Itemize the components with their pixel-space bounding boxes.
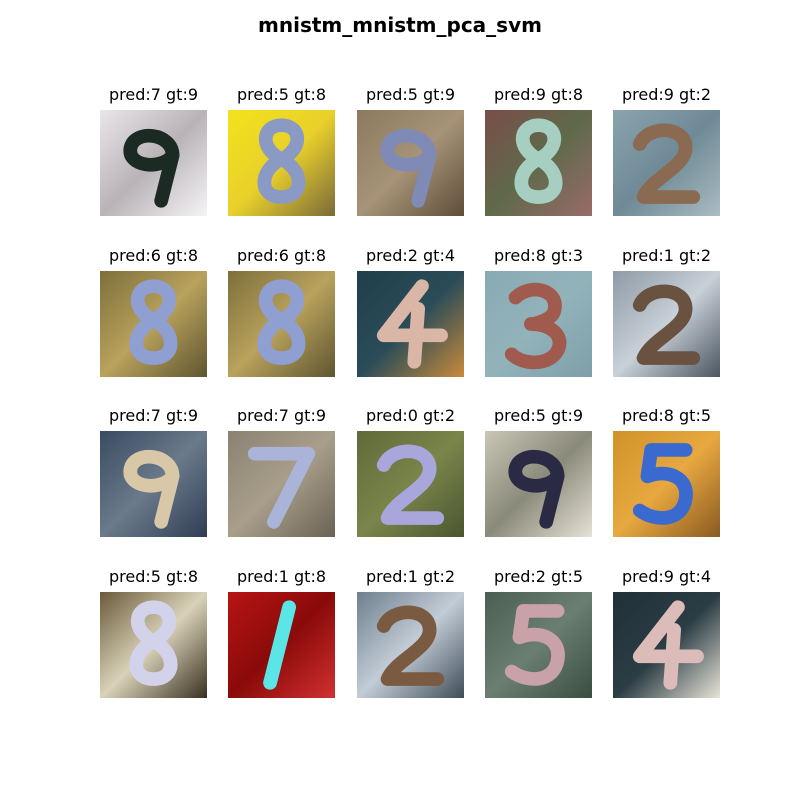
sample-label: pred:9 gt:2	[621, 85, 712, 104]
digit-image	[100, 110, 207, 216]
digit-stroke	[632, 600, 704, 690]
digit-image	[613, 110, 720, 216]
sample-label: pred:1 gt:8	[236, 567, 327, 586]
digit-stroke	[632, 123, 701, 204]
digit-stroke	[129, 600, 178, 686]
sample-label: pred:2 gt:5	[493, 567, 584, 586]
sample-label: pred:9 gt:8	[493, 85, 584, 104]
digit-image	[485, 431, 592, 537]
sample-label: pred:5 gt:9	[493, 406, 584, 425]
sample-label: pred:2 gt:4	[365, 246, 456, 265]
sample-label: pred:1 gt:2	[365, 567, 456, 586]
digit-stroke	[514, 118, 563, 204]
digit-image	[357, 271, 464, 377]
sample-label: pred:8 gt:3	[493, 246, 584, 265]
digit-image	[357, 592, 464, 698]
figure-title: mnistm_mnistm_pca_svm	[258, 13, 542, 37]
digit-stroke	[504, 604, 565, 686]
digit-image	[228, 271, 335, 377]
digit-stroke	[376, 605, 445, 686]
digit-image	[228, 431, 335, 537]
digit-stroke	[129, 279, 178, 365]
digit-stroke	[504, 282, 567, 370]
digit-stroke	[632, 284, 701, 365]
digit-image	[357, 110, 464, 216]
digit-stroke	[263, 600, 297, 690]
digit-stroke	[123, 449, 180, 529]
digit-image	[228, 110, 335, 216]
digit-image	[100, 592, 207, 698]
digit-image	[613, 431, 720, 537]
digit-image	[357, 431, 464, 537]
digit-stroke	[257, 118, 306, 204]
digit-stroke	[632, 443, 693, 525]
digit-image	[613, 271, 720, 377]
sample-label: pred:6 gt:8	[108, 246, 199, 265]
digit-stroke	[376, 444, 445, 525]
digit-stroke	[257, 279, 306, 365]
digit-stroke	[508, 449, 565, 529]
digit-image	[228, 592, 335, 698]
sample-label: pred:0 gt:2	[365, 406, 456, 425]
sample-label: pred:1 gt:2	[621, 246, 712, 265]
sample-label: pred:8 gt:5	[621, 406, 712, 425]
digit-stroke	[380, 128, 437, 208]
digit-image	[100, 431, 207, 537]
digit-image	[485, 271, 592, 377]
digit-stroke	[247, 446, 316, 529]
sample-label: pred:5 gt:8	[236, 85, 327, 104]
digit-image	[613, 592, 720, 698]
sample-label: pred:6 gt:8	[236, 246, 327, 265]
sample-label: pred:5 gt:9	[365, 85, 456, 104]
sample-label: pred:7 gt:9	[108, 85, 199, 104]
sample-label: pred:5 gt:8	[108, 567, 199, 586]
digit-image	[485, 592, 592, 698]
sample-label: pred:9 gt:4	[621, 567, 712, 586]
sample-label: pred:7 gt:9	[236, 406, 327, 425]
sample-label: pred:7 gt:9	[108, 406, 199, 425]
digit-image	[485, 110, 592, 216]
digit-stroke	[376, 279, 448, 369]
digit-stroke	[123, 128, 180, 208]
digit-image	[100, 271, 207, 377]
